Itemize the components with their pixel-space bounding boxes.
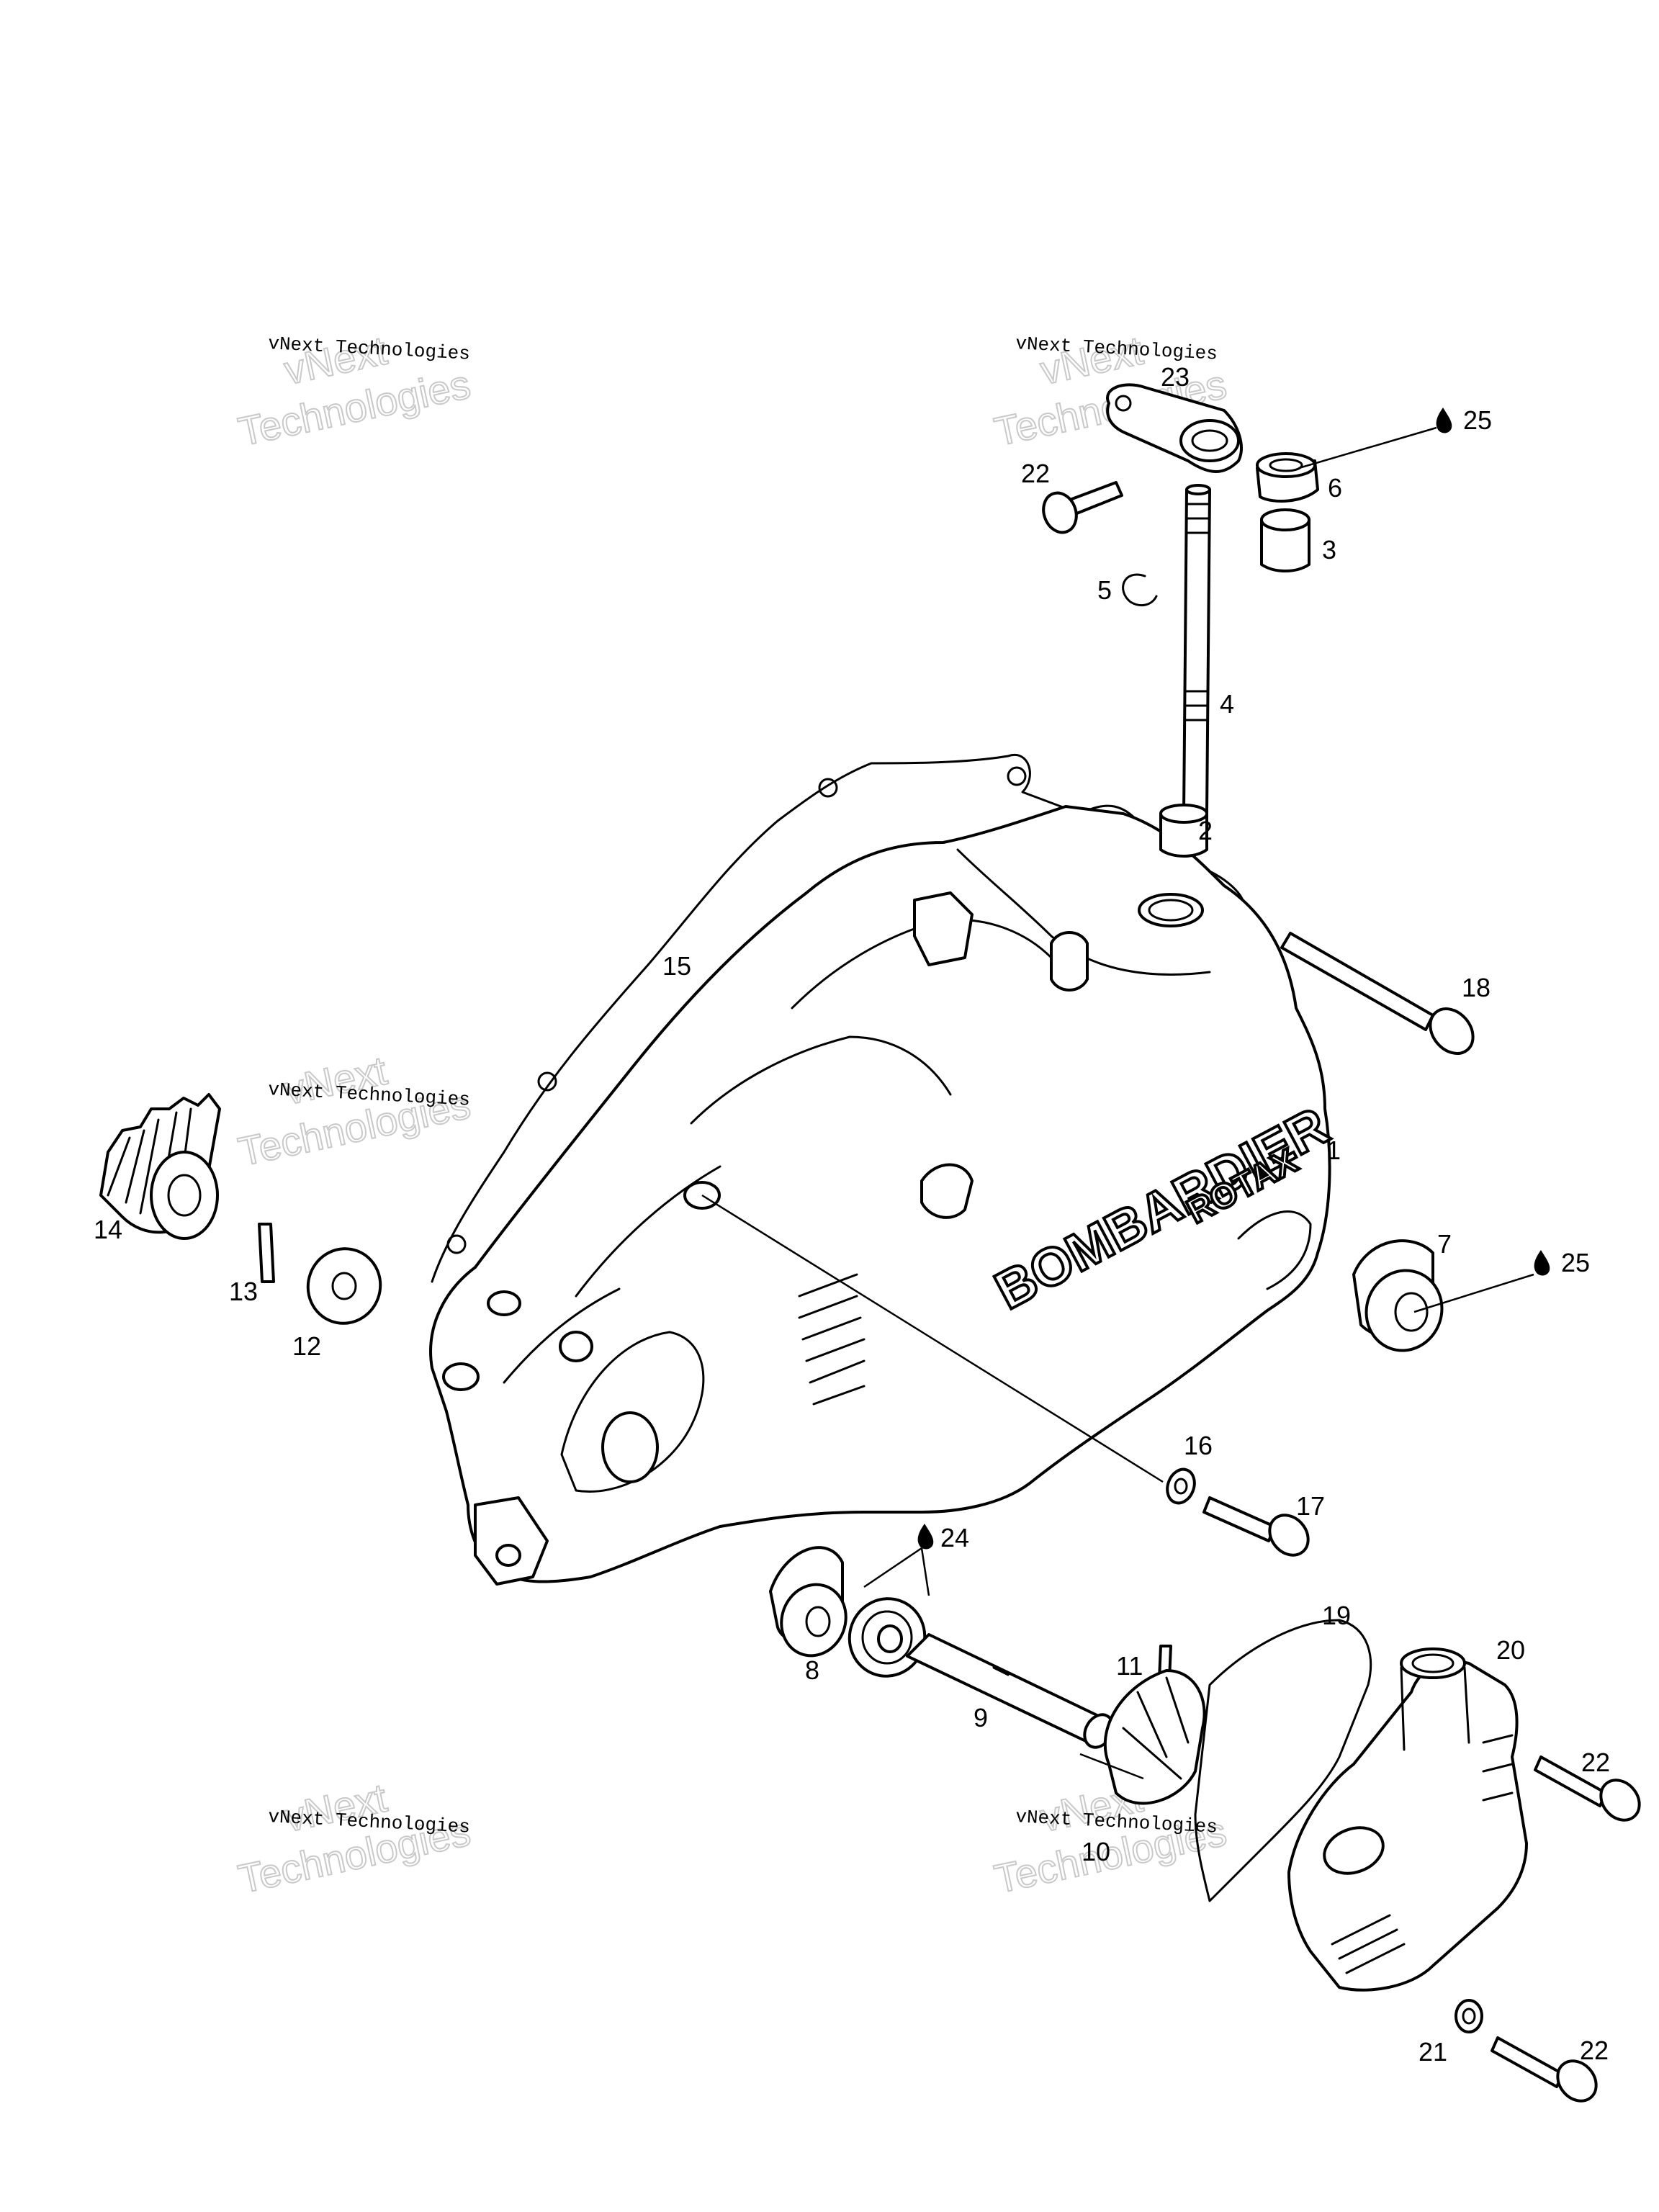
leader-line <box>863 1547 922 1588</box>
callout-5: 5 <box>1097 575 1112 605</box>
callout-25-bottom: 25 <box>1561 1248 1590 1277</box>
callout-7: 7 <box>1437 1229 1452 1259</box>
callout-13: 13 <box>229 1277 258 1306</box>
thrust-washer <box>306 1247 382 1325</box>
callout-2: 2 <box>1198 816 1213 845</box>
screw-pump-1 <box>1534 1755 1641 1822</box>
shift-shaft <box>1182 484 1211 815</box>
needle-bearing <box>1260 508 1310 572</box>
shift-lever <box>1106 383 1243 473</box>
callout-22-pump-top: 22 <box>1581 1748 1610 1777</box>
ball-bearing <box>848 1597 927 1678</box>
pump-shaft <box>906 1633 1115 1749</box>
callouts: 1 2 3 4 5 6 7 8 9 10 11 12 13 14 15 16 1… <box>94 362 1610 2067</box>
gasket <box>431 753 1246 1283</box>
callout-9: 9 <box>974 1703 988 1732</box>
watermark-1: vNext Technologies <box>234 327 475 456</box>
callout-11: 11 <box>1116 1651 1143 1681</box>
gear <box>99 1093 221 1240</box>
leader-line <box>701 1194 1164 1483</box>
oil-drop-icon <box>917 1524 934 1550</box>
oil-seal-crank <box>1352 1239 1444 1352</box>
bolt-long <box>1280 932 1475 1055</box>
washer-pump <box>1455 1999 1483 2033</box>
gasket-bolt-hole <box>537 1071 557 1092</box>
screw-shift-lever <box>1042 481 1123 534</box>
callout-25-top: 25 <box>1463 405 1492 435</box>
screw-pump-2 <box>1491 2036 1598 2103</box>
callout-19: 19 <box>1322 1601 1351 1630</box>
oil-seal-shift <box>1256 452 1319 503</box>
water-pump-cover <box>1287 1647 1528 1992</box>
callout-10: 10 <box>1082 1837 1110 1866</box>
callout-22-pump-bottom: 22 <box>1580 2036 1609 2065</box>
callout-17: 17 <box>1296 1491 1325 1521</box>
retaining-clip <box>1122 573 1158 607</box>
callout-22-shift: 22 <box>1021 459 1050 488</box>
screw-cover <box>1202 1496 1310 1557</box>
impeller <box>1103 1669 1206 1805</box>
callout-12: 12 <box>292 1331 321 1361</box>
leader-line <box>920 1547 930 1596</box>
callout-18: 18 <box>1462 973 1491 1002</box>
gasket-bolt-hole <box>1007 766 1027 786</box>
leader-line <box>1079 1753 1144 1780</box>
lube-drop-icons <box>917 408 1550 1550</box>
callout-6: 6 <box>1328 473 1342 503</box>
crankcase-cover: BOMBARDIER ROTAX <box>429 805 1339 1586</box>
callout-16: 16 <box>1184 1431 1213 1460</box>
callout-8: 8 <box>805 1655 819 1685</box>
shift-shaft-bushing <box>1159 804 1208 858</box>
o-ring-cover <box>1194 1619 1372 1902</box>
callout-3: 3 <box>1322 535 1336 565</box>
callout-14: 14 <box>94 1215 122 1244</box>
sealing-washer-small <box>1166 1467 1196 1505</box>
gasket-bolt-hole <box>818 778 838 798</box>
oil-drop-icon <box>1534 1250 1550 1276</box>
callout-23: 23 <box>1161 362 1190 392</box>
callout-4: 4 <box>1220 689 1234 719</box>
leader-line <box>1298 426 1437 469</box>
water-pump-seal <box>769 1546 848 1658</box>
callout-21: 21 <box>1419 2037 1447 2067</box>
gasket-bolt-hole <box>446 1234 467 1254</box>
leader-line <box>1413 1273 1534 1313</box>
callout-1: 1 <box>1326 1136 1341 1165</box>
callout-24: 24 <box>940 1523 969 1552</box>
oil-drop-icon <box>1436 408 1452 433</box>
pin <box>258 1223 275 1283</box>
callout-20: 20 <box>1496 1635 1525 1665</box>
callout-15: 15 <box>662 951 691 981</box>
